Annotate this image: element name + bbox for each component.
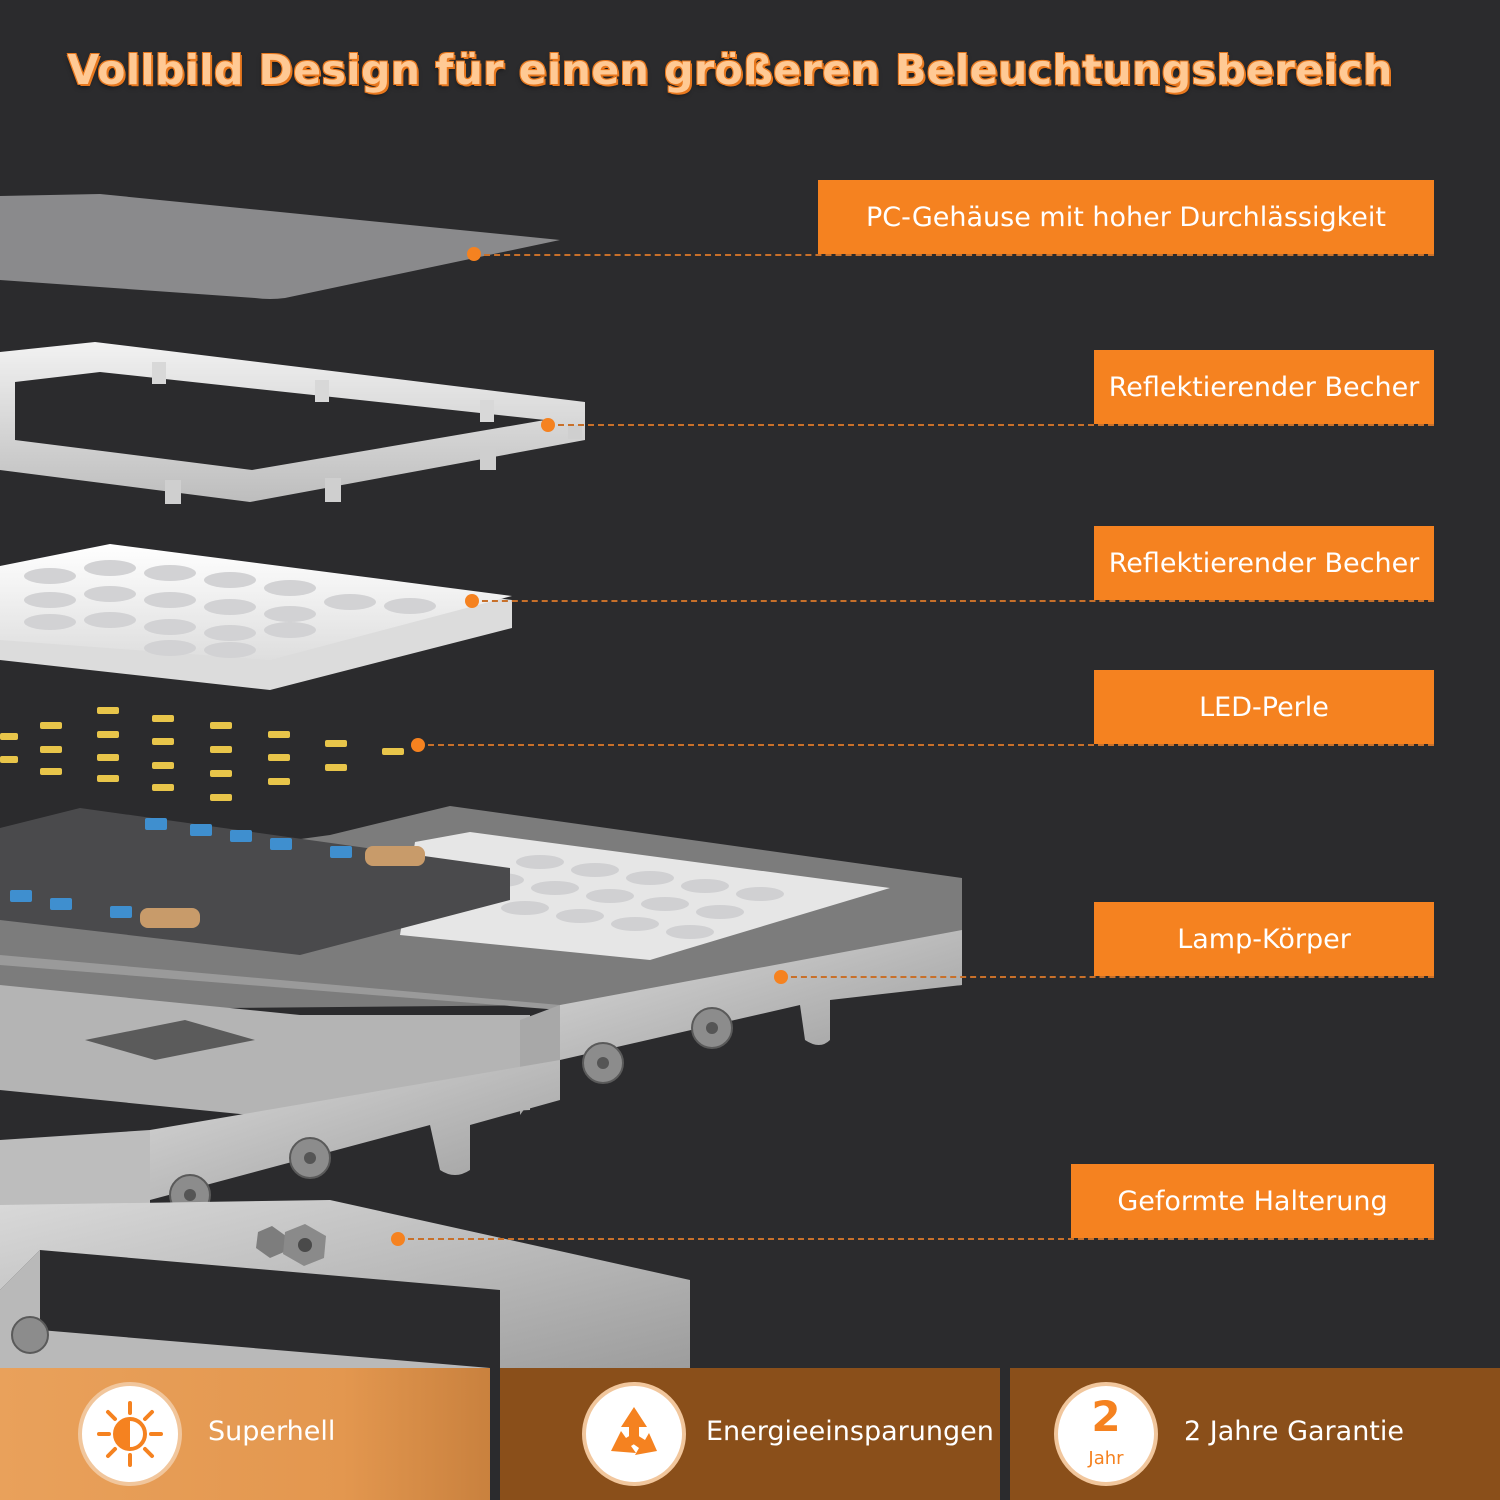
leader-line-pc-housing (474, 254, 1434, 256)
mounting-bracket (0, 1200, 690, 1368)
lamp-body (0, 806, 962, 1230)
feature-energy: Energieeinsparungen (500, 1368, 1000, 1500)
label-lamp-body: Lamp-Körper (1094, 902, 1434, 976)
feature-text-warranty: 2 Jahre Garantie (1184, 1416, 1405, 1447)
leader-line-reflector-2 (472, 600, 1434, 602)
leader-line-reflector-1 (548, 424, 1434, 426)
callout-dot-pc-housing (467, 247, 481, 261)
warranty-number: 2 (1091, 1392, 1121, 1441)
label-pc-housing: PC-Gehäuse mit hoher Durchlässigkeit (818, 180, 1434, 254)
reflector-plate (0, 544, 512, 690)
feature-bar: Superhell Energieeinsparungen 2 Jahr 2 J… (0, 1368, 1500, 1500)
callout-dot-bracket (391, 1232, 405, 1246)
feature-warranty: 2 Jahr 2 Jahre Garantie (1010, 1368, 1500, 1500)
pc-housing-sheet (0, 194, 560, 299)
recycle-icon (582, 1382, 686, 1486)
feature-text-superhell: Superhell (208, 1416, 336, 1447)
sun-icon (78, 1382, 182, 1486)
reflector-frame (0, 342, 585, 504)
label-led-bead: LED-Perle (1094, 670, 1434, 744)
label-reflector-2: Reflektierender Becher (1094, 526, 1434, 600)
callout-dot-reflector-2 (465, 594, 479, 608)
warranty-unit: Jahr (1088, 1448, 1124, 1469)
callout-dot-led-bead (411, 738, 425, 752)
label-reflector-1: Reflektierender Becher (1094, 350, 1434, 424)
led-beads (0, 707, 404, 801)
callout-dot-lamp-body (774, 970, 788, 984)
leader-line-bracket (398, 1238, 1434, 1240)
warranty-badge-icon: 2 Jahr (1054, 1382, 1158, 1486)
headline: Vollbild Design für einen größeren Beleu… (67, 46, 1393, 94)
leader-line-led-bead (418, 744, 1434, 746)
callout-dot-reflector-1 (541, 418, 555, 432)
feature-superhell: Superhell (0, 1368, 490, 1500)
feature-text-energy: Energieeinsparungen (706, 1416, 994, 1447)
label-bracket: Geformte Halterung (1071, 1164, 1434, 1238)
leader-line-lamp-body (781, 976, 1434, 978)
